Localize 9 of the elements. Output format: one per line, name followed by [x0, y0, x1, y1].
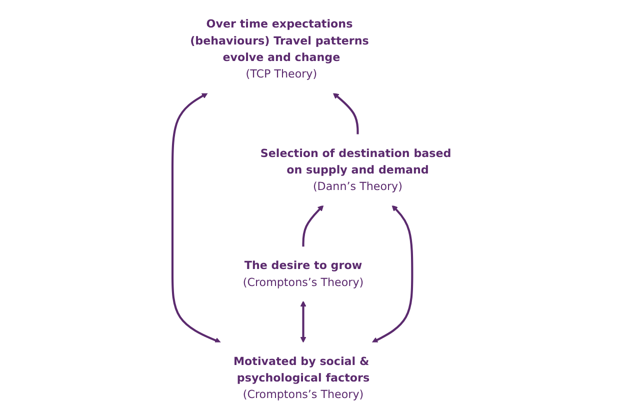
arrow	[300, 300, 307, 343]
arrow	[333, 92, 360, 135]
arrow	[172, 92, 222, 344]
node-text: Selection of destination based on supply and demand (Dann’s Theory)	[260, 146, 452, 193]
node-text: Motivated by social & psychological factors (Cromptons’s Theory)	[234, 354, 370, 401]
node-text: The desire to grow (Cromptons’s Theory)	[243, 258, 364, 289]
node-text: Over time expectations (behaviours) Travel patterns evolve and change (TCP Theory)	[190, 17, 370, 80]
arrow	[372, 205, 414, 343]
arrow	[302, 205, 324, 247]
